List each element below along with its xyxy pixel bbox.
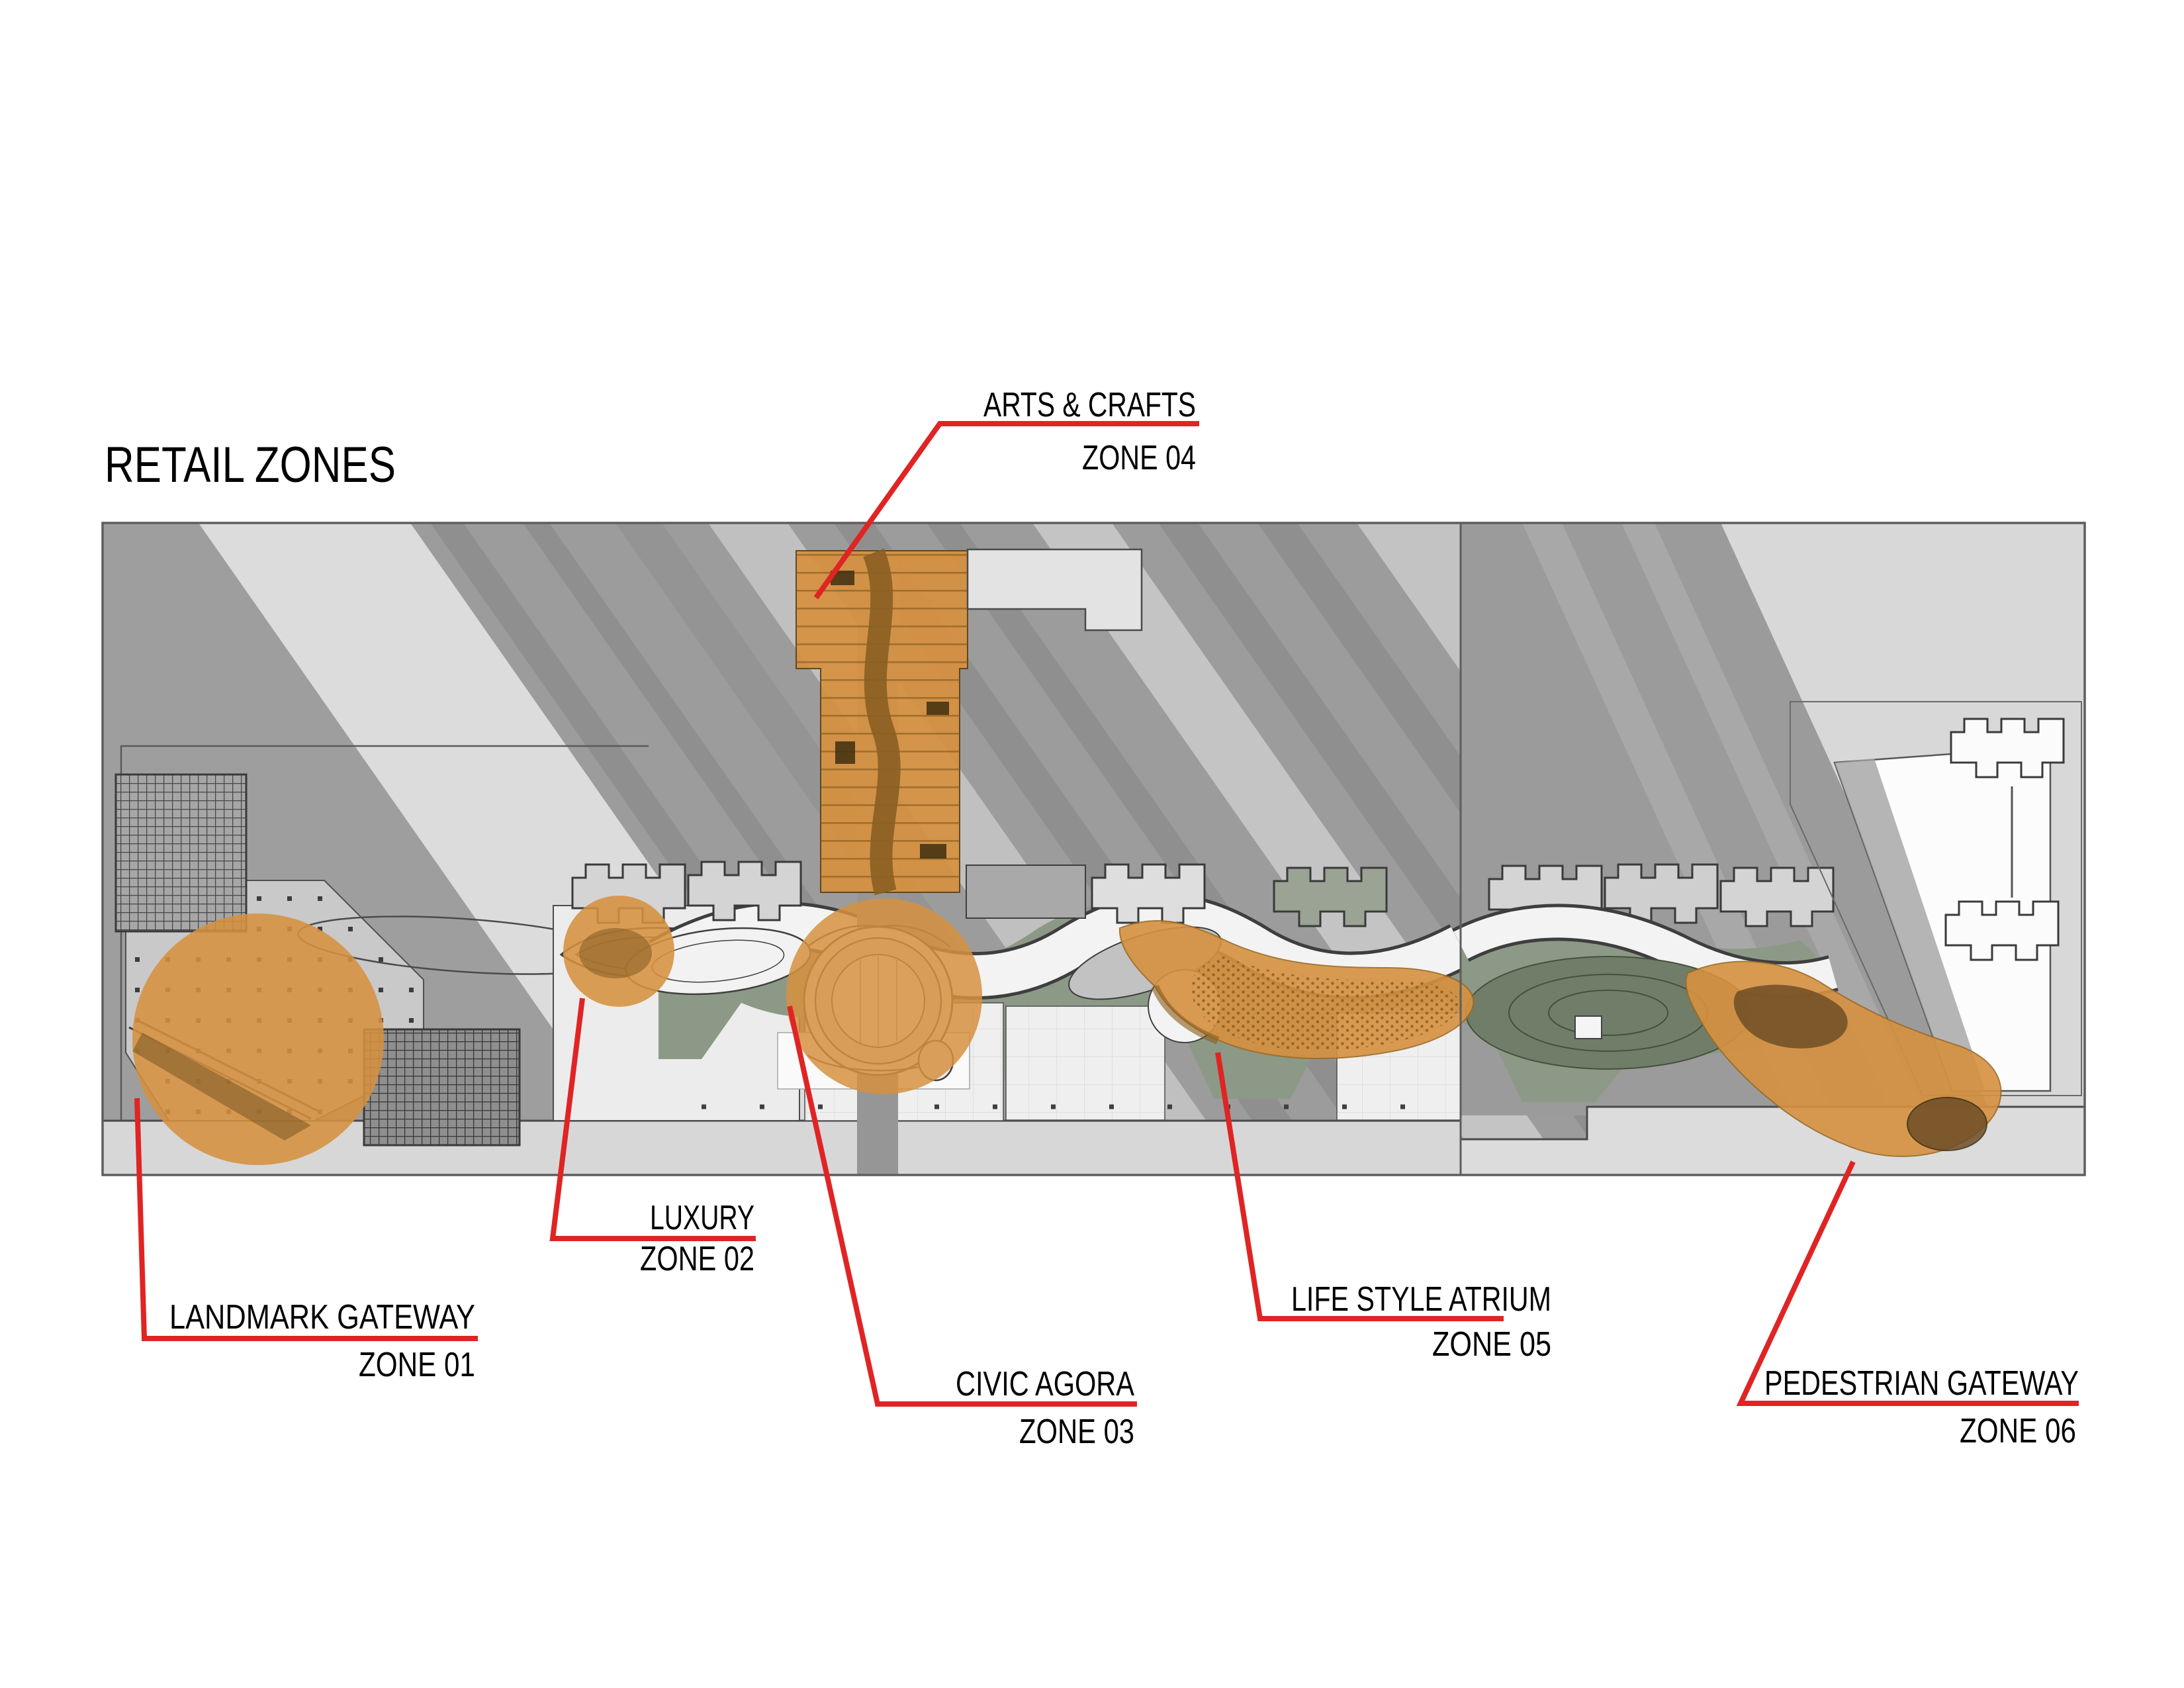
- annotation-zone04: ARTS & CRAFTS ZONE 04: [983, 386, 1196, 477]
- zone04-number-label: ZONE 04: [1082, 439, 1196, 477]
- zone-04-highlight: [796, 548, 968, 896]
- zone-03-highlight: [786, 898, 982, 1094]
- leader-zone03: [787, 1006, 1137, 1407]
- annotation-zone06: PEDESTRIAN GATEWAY ZONE 06: [1764, 1364, 2079, 1450]
- residential-footprints: [571, 861, 1835, 927]
- leader-zone01: [134, 1098, 478, 1341]
- zone05-name-label: LIFE STYLE ATRIUM: [1291, 1280, 1551, 1319]
- zone01-number-label: ZONE 01: [359, 1346, 475, 1384]
- leader-zone04: [813, 421, 1199, 600]
- zone04-name-label: ARTS & CRAFTS: [983, 386, 1196, 424]
- zone02-number-label: ZONE 02: [640, 1240, 754, 1278]
- zone03-number-label: ZONE 03: [1019, 1413, 1134, 1451]
- annotation-zone01: LANDMARK GATEWAY ZONE 01: [169, 1298, 475, 1384]
- crosshatch-building-south: [363, 1028, 521, 1147]
- annotation-zone05: LIFE STYLE ATRIUM ZONE 05: [1291, 1280, 1551, 1364]
- zone06-name-label: PEDESTRIAN GATEWAY: [1764, 1364, 2079, 1403]
- crosshatch-building-north: [114, 773, 248, 933]
- annotation-zone03: CIVIC AGORA ZONE 03: [956, 1365, 1134, 1451]
- zone-05-highlight: [1118, 920, 1475, 1059]
- pedestrian-plaza: [1790, 701, 2082, 1096]
- zone06-number-label: ZONE 06: [1960, 1412, 2076, 1450]
- leader-zone05: [1215, 1052, 1504, 1321]
- plan-border: [101, 522, 2086, 1176]
- parcel-outline: [120, 745, 649, 1121]
- zone01-name-label: LANDMARK GATEWAY: [169, 1298, 475, 1336]
- annotation-zone02: LUXURY ZONE 02: [640, 1199, 754, 1278]
- zone-02-highlight: [563, 896, 674, 1007]
- page-title: RETAIL ZONES: [105, 437, 396, 493]
- leader-zone06: [1736, 1160, 2079, 1406]
- leader-zone02: [549, 998, 756, 1241]
- courtyard-building: [966, 548, 1143, 632]
- zone-06-highlight: [1685, 961, 2002, 1157]
- zone05-number-label: ZONE 05: [1432, 1325, 1551, 1364]
- plan-canvas: [103, 523, 2085, 1175]
- zone03-name-label: CIVIC AGORA: [956, 1365, 1134, 1403]
- leader-lines: [134, 421, 2079, 1407]
- zone-01-highlight: [132, 914, 384, 1165]
- zone02-name-label: LUXURY: [650, 1199, 754, 1237]
